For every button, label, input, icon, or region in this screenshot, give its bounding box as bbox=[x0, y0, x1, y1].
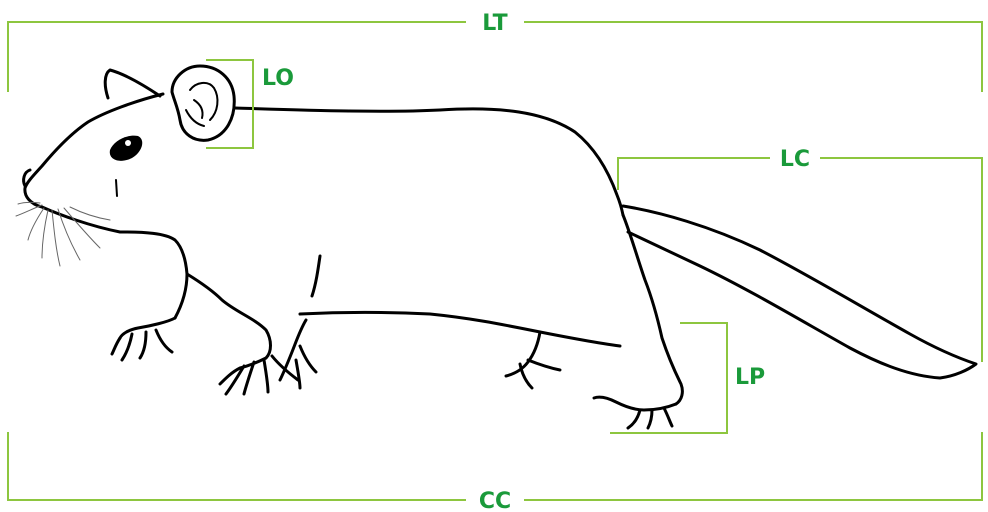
lo-bracket bbox=[206, 59, 254, 149]
measurement-labels: LT LO LC LP CC bbox=[262, 11, 810, 512]
rat-hind-leg-near bbox=[504, 330, 562, 390]
rat-whiskers bbox=[15, 201, 111, 267]
rat-ear-inner bbox=[185, 82, 219, 127]
cc-bracket bbox=[7, 432, 983, 501]
rat-nose bbox=[22, 168, 32, 188]
rat-underbelly bbox=[298, 311, 622, 348]
rat-cheek-mark bbox=[115, 179, 118, 197]
rat-front-leg-inner bbox=[118, 316, 177, 340]
rat-eye-highlight bbox=[125, 140, 131, 146]
label-cc: CC bbox=[479, 489, 511, 512]
rat-front-paw-near bbox=[218, 354, 300, 396]
label-lp: LP bbox=[735, 365, 765, 390]
rat-back-outline bbox=[233, 106, 625, 217]
label-lt: LT bbox=[482, 11, 507, 36]
rat-front-leg-near bbox=[185, 272, 272, 360]
rat-illustration bbox=[15, 64, 978, 430]
rat-flank-line bbox=[310, 254, 322, 298]
label-lc: LC bbox=[780, 147, 810, 172]
lc-bracket bbox=[617, 157, 983, 362]
rat-body-outline bbox=[23, 92, 189, 320]
rat-ear-back bbox=[103, 68, 162, 100]
rat-tail bbox=[621, 204, 978, 380]
measurement-brackets bbox=[7, 21, 983, 501]
label-lo: LO bbox=[262, 66, 294, 91]
rat-hind-paw bbox=[592, 395, 678, 430]
rat-ear-outer bbox=[170, 64, 236, 142]
rat-belly-outline bbox=[621, 213, 684, 406]
lp-bracket bbox=[610, 322, 728, 434]
rat-eye bbox=[109, 135, 143, 161]
rat-hind-leg-far bbox=[278, 318, 318, 390]
lt-bracket bbox=[7, 21, 983, 92]
rat-front-paw-far bbox=[110, 328, 174, 362]
